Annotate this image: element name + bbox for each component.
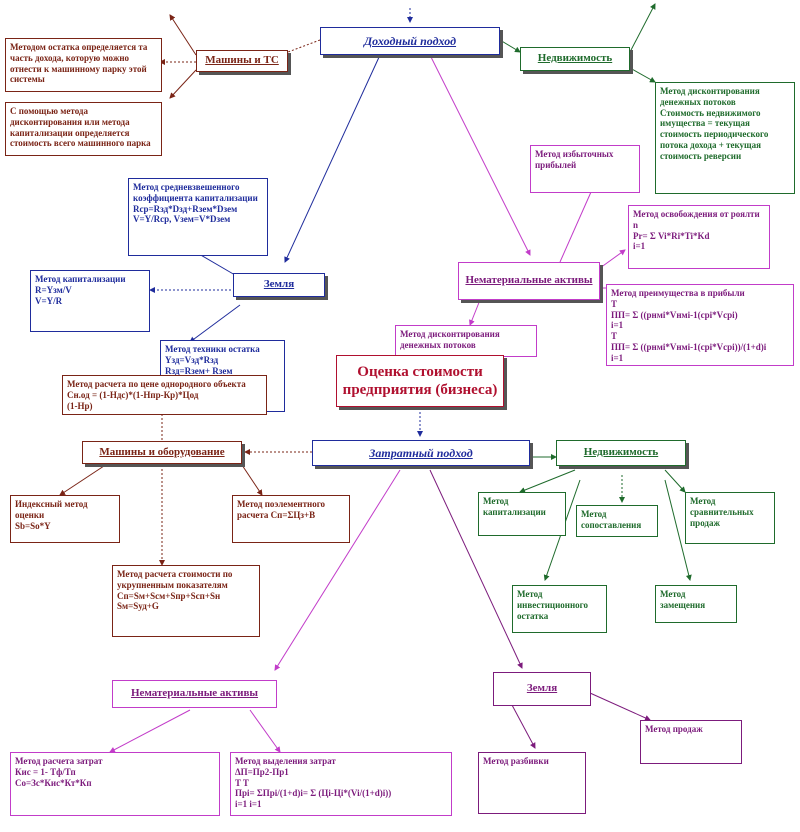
- land-bottom: Земля: [493, 672, 591, 706]
- land-cap-method: Метод капитализации R=Yзм/V V=Y/R: [30, 270, 150, 332]
- dcf-intangible: Метод дисконтирования денежных потоков: [395, 325, 537, 357]
- partition-method: Метод разбивки: [478, 752, 586, 814]
- intangible-assets-top: Нематериальные активы: [458, 262, 600, 300]
- homogeneous-object-method: Метод расчета по цене однородного объект…: [62, 375, 267, 415]
- realty-cap-method: Метод капитализации: [478, 492, 566, 536]
- intangible-assets-bottom: Нематериальные активы: [112, 680, 277, 708]
- sales-method: Метод продаж: [640, 720, 742, 764]
- cost-calculation-method: Метод расчета затрат Кис = 1- Тф/Тп Со=З…: [10, 752, 220, 816]
- land-top: Земля: [233, 273, 325, 297]
- index-method: Индексный метод оценки Sb=So*Y: [10, 495, 120, 543]
- realty-top: Недвижимость: [520, 47, 630, 71]
- comparative-sales-method: Метод сравнительных продаж: [685, 492, 775, 544]
- royalty-method: Метод освобождения от роялти n Pr= Σ Vi*…: [628, 205, 770, 269]
- avg-cap-method: Метод средневзвешенного коэффициента кап…: [128, 178, 268, 256]
- comparison-method: Метод сопоставления: [576, 505, 658, 537]
- dcf-realty: Метод дисконтирования денежных потоков С…: [655, 82, 795, 194]
- cost-allocation-method: Метод выделения затрат ΔП=Пр2-Пр1 T T Пр…: [230, 752, 452, 816]
- note-discount-machines: С помощью метода дисконтирования или мет…: [5, 102, 162, 156]
- aggregated-indicators-method: Метод расчета стоимости по укрупненным п…: [112, 565, 260, 637]
- replacement-method: Метод замещения: [655, 585, 737, 623]
- cost-approach: Затратный подход: [312, 440, 530, 466]
- realty-mid: Недвижимость: [556, 440, 686, 466]
- profit-advantage-method: Метод преимущества в прибыли T ПП= Σ ((p…: [606, 284, 794, 366]
- main-title: Оценка стоимости предприятия (бизнеса): [336, 355, 504, 407]
- note-residual-machines: Методом остатка определяется та часть до…: [5, 38, 162, 92]
- income-approach: Доходный подход: [320, 27, 500, 55]
- investment-residual-method: Метод инвестиционного остатка: [512, 585, 607, 633]
- machines-equipment: Машины и оборудование: [82, 441, 242, 464]
- element-method: Метод поэлементного расчета Сп=ΣЦз+В: [232, 495, 350, 543]
- excess-profit-method: Метод избыточных прибылей: [530, 145, 640, 193]
- machines-ts: Машины и ТС: [196, 50, 288, 72]
